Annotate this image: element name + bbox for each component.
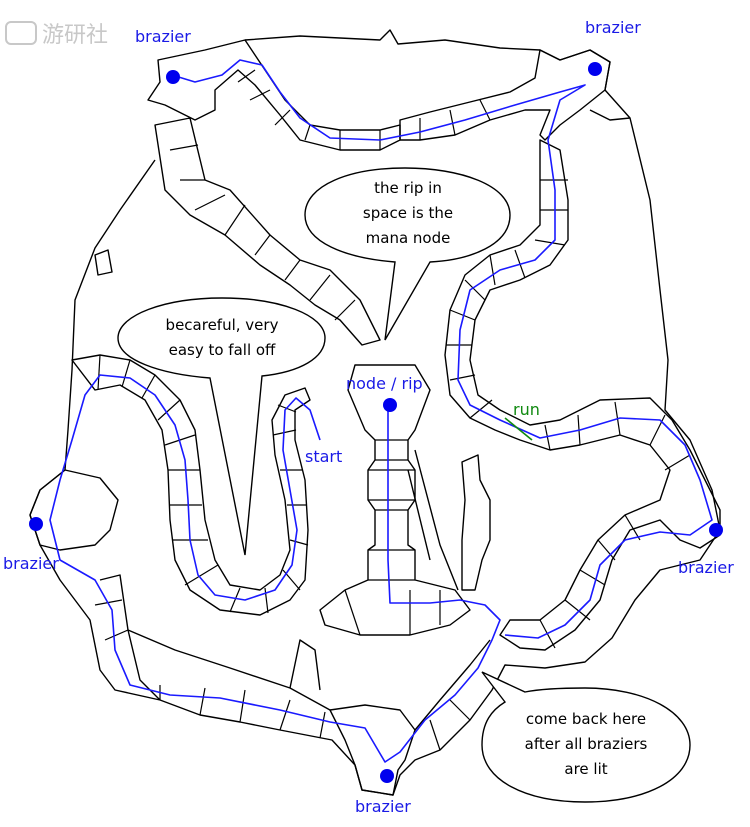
note-come-back-line-2: after all braziers	[525, 735, 648, 753]
route-top-loop	[171, 59, 713, 639]
right-passage	[444, 139, 721, 651]
note-rip: the rip in space is the mana node	[304, 167, 511, 341]
brazier-right-dot[interactable]	[709, 523, 723, 537]
note-rip-line-3: mana node	[366, 229, 451, 247]
label-brazier-right: brazier	[678, 558, 734, 577]
upper-passage-slabs	[169, 69, 491, 321]
brazier-top-right-dot[interactable]	[588, 62, 602, 76]
note-rip-line-1: the rip in	[374, 179, 442, 197]
label-start: start	[305, 447, 342, 466]
center-right-pillar	[461, 454, 491, 591]
left-ramp	[154, 117, 381, 346]
label-node-rip: node / rip	[346, 374, 423, 393]
wall-fragment	[94, 249, 113, 276]
route-start-loop	[49, 374, 501, 763]
wall-fragment	[407, 469, 431, 561]
label-brazier-left: brazier	[3, 554, 59, 573]
note-come-back: come back here after all braziers are li…	[481, 671, 691, 803]
run-connector	[504, 417, 533, 441]
label-brazier-top-right: brazier	[585, 18, 641, 37]
note-come-back-line-3: are lit	[564, 760, 607, 778]
note-come-back-line-1: come back here	[526, 710, 646, 728]
left-brazier-room	[29, 469, 119, 551]
label-run: run	[513, 400, 540, 419]
top-right-room	[399, 49, 611, 141]
note-rip-line-2: space is the	[363, 204, 453, 222]
wall-fragment	[589, 109, 631, 121]
bottom-brazier-room	[329, 704, 416, 796]
label-brazier-bottom: brazier	[355, 797, 411, 816]
label-brazier-top-left: brazier	[135, 27, 191, 46]
bottom-passage-slabs	[94, 574, 491, 751]
pillar-slabs	[344, 439, 441, 636]
note-careful-line-2: easy to fall off	[169, 341, 276, 359]
brazier-left-dot[interactable]	[29, 517, 43, 531]
watermark: 游研社	[5, 21, 108, 48]
top-left-room	[147, 39, 401, 151]
wall-fragment	[414, 449, 459, 591]
brazier-bottom-dot[interactable]	[380, 769, 394, 783]
brazier-top-left-dot[interactable]	[166, 70, 180, 84]
zigzag-slabs	[97, 354, 309, 614]
watermark-text: 游研社	[42, 23, 108, 48]
node-rip-dot[interactable]	[383, 398, 397, 412]
note-careful-line-1: becareful, very	[166, 316, 279, 334]
left-zigzag	[71, 354, 311, 616]
note-careful: becareful, very easy to fall off	[117, 297, 326, 556]
gamepad-icon	[5, 21, 37, 45]
